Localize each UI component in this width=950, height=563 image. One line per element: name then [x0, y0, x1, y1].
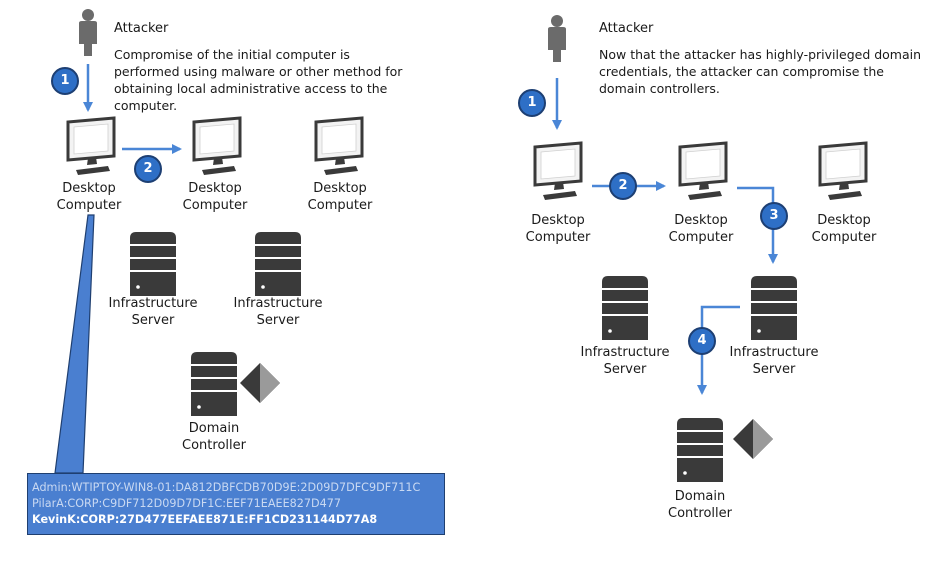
right-server-1-label: Infrastructure Server	[580, 345, 670, 377]
left-callout-wedge	[54, 214, 95, 474]
left-server-2-label: Infrastructure Server	[233, 296, 323, 328]
left-server-1-icon	[130, 232, 176, 296]
right-description: Now that the attacker has highly-privile…	[599, 47, 922, 96]
right-server-2-label: Infrastructure Server	[729, 345, 819, 377]
right-step-4-badge: 4	[688, 327, 716, 355]
right-step-3-badge: 3	[760, 202, 788, 230]
left-dc-label: Domain Controller	[182, 421, 246, 453]
right-arrow-3	[737, 186, 778, 264]
left-diamond-icon	[240, 363, 280, 403]
right-arrow-4	[697, 305, 740, 395]
left-step-2-badge: 2	[134, 155, 162, 183]
right-step-2-badge: 2	[609, 172, 637, 200]
right-desktop-3-icon	[818, 141, 868, 202]
left-desktop-3-icon	[314, 116, 364, 177]
left-description: Compromise of the initial computer is pe…	[114, 47, 403, 113]
right-attacker-label: Attacker	[599, 21, 654, 36]
right-dc-server-icon	[677, 418, 723, 482]
credential-line-pilara: PilarA:CORP:C9DF712D09D7DF1C:EEF71EAEE82…	[32, 497, 341, 510]
right-desktop-1-icon	[533, 141, 583, 202]
right-attacker-icon	[548, 15, 566, 62]
credential-line-kevink: KevinK:CORP:27D477EEFAEE871E:FF1CD231144…	[32, 513, 378, 526]
right-desktop-3-label: Desktop Computer	[811, 213, 877, 245]
left-step-1-badge: 1	[51, 67, 79, 95]
left-attacker-icon	[79, 9, 97, 56]
right-desktop-1-label: Desktop Computer	[525, 213, 591, 245]
left-desktop-1-label: Desktop Computer	[56, 181, 122, 213]
left-dc-server-icon	[191, 352, 237, 416]
left-server-2-icon	[255, 232, 301, 296]
right-server-2-icon	[751, 276, 797, 340]
left-desktop-1-icon	[66, 116, 116, 177]
credential-line-admin: Admin:WTIPTOY-WIN8-01:DA812DBFCDB70D9E:2…	[32, 481, 421, 494]
left-desktop-2-label: Desktop Computer	[182, 181, 248, 213]
left-server-1-label: Infrastructure Server	[108, 296, 198, 328]
right-dc-label: Domain Controller	[668, 489, 732, 521]
right-server-1-icon	[602, 276, 648, 340]
right-step-1-badge: 1	[518, 89, 546, 117]
left-attacker-label: Attacker	[114, 21, 169, 36]
left-desktop-2-icon	[192, 116, 242, 177]
right-desktop-2-icon	[678, 141, 728, 202]
right-desktop-2-label: Desktop Computer	[668, 213, 734, 245]
left-desktop-3-label: Desktop Computer	[307, 181, 373, 213]
credential-dump-box: Admin:WTIPTOY-WIN8-01:DA812DBFCDB70D9E:2…	[27, 473, 445, 535]
right-diamond-icon	[733, 419, 773, 459]
